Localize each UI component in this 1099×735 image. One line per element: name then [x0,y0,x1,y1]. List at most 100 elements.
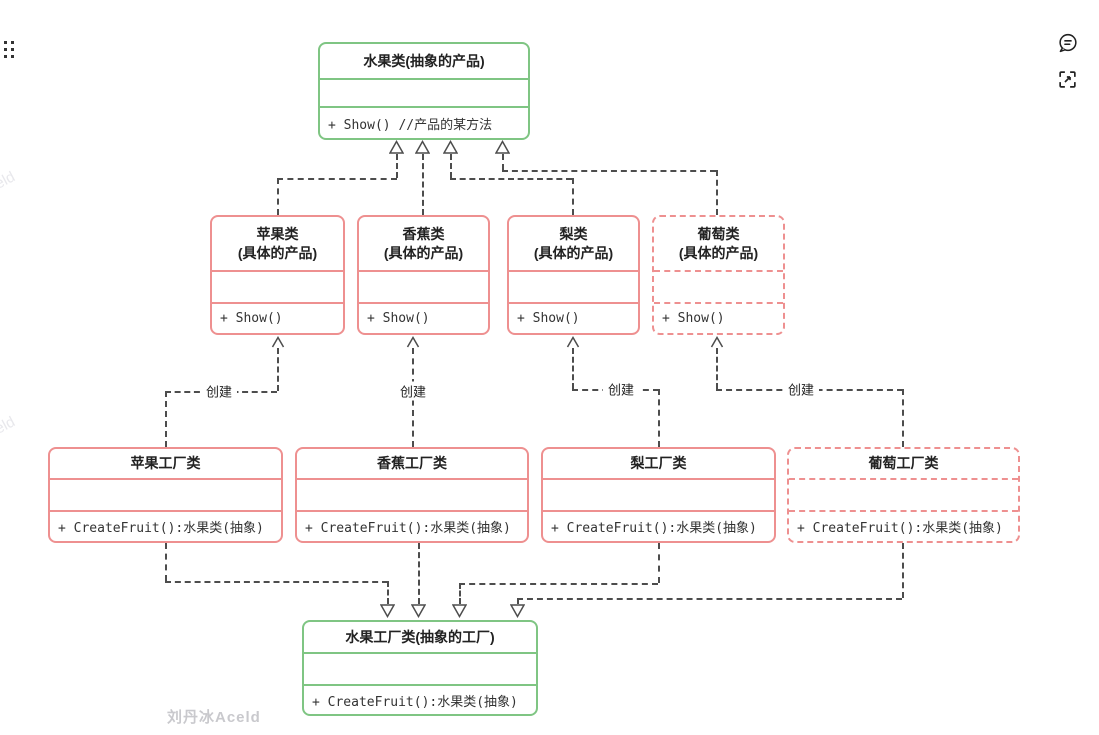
class-attributes-empty [212,270,343,302]
edge-apple-realizes [277,178,397,180]
class-title: 苹果工厂类 [50,449,281,478]
class-apple-factory[interactable]: 苹果工厂类 + CreateFruit():水果类(抽象) [48,447,283,543]
hollow-triangle-down-icon [411,604,426,618]
class-fruit-abstract-factory[interactable]: 水果工厂类(抽象的工厂) + CreateFruit():水果类(抽象) [302,620,538,716]
class-attributes-empty [789,478,1018,510]
class-title: 葡萄工厂类 [789,449,1018,478]
edge-pear-factory-realizes [459,583,461,604]
class-title-text: 香蕉类 [402,225,445,242]
edge-label-create: 创建 [200,381,238,401]
class-attributes-empty [320,78,528,106]
class-subtitle-text: (具体的产品) [237,244,318,261]
class-title-text: 水果类(抽象的产品) [363,52,485,69]
edge-pear-factory-realizes [459,583,658,585]
hollow-triangle-up-icon [415,140,430,154]
edge-label-create: 创建 [394,381,432,401]
edge-apple-factory-realizes [387,581,389,604]
hollow-triangle-up-icon [495,140,510,154]
class-method: + CreateFruit():水果类(抽象) [304,684,536,714]
open-arrow-up-icon [406,336,420,348]
class-method: + Show() //产品的某方法 [320,106,528,138]
class-method: + Show() [212,302,343,333]
class-title-text: 水果工厂类(抽象的工厂) [345,628,495,645]
watermark-fragment: eld [0,168,18,193]
edge-apple-factory-creates [277,348,279,391]
class-apple-product[interactable]: 苹果类 (具体的产品) + Show() [210,215,345,335]
watermark-fragment: eld [0,413,18,438]
class-method: + CreateFruit():水果类(抽象) [789,510,1018,541]
drag-handle-icon[interactable] [4,41,14,58]
edge-pear-factory-creates [572,348,574,389]
edge-grape-realizes [502,170,716,172]
edge-apple-factory-realizes [165,543,167,581]
open-arrow-up-icon [271,336,285,348]
edge-pear-realizes [572,178,574,215]
class-title: 梨工厂类 [543,449,774,478]
expand-icon[interactable] [1057,69,1078,90]
class-attributes-empty [359,270,488,302]
hollow-triangle-down-icon [380,604,395,618]
open-arrow-up-icon [710,336,724,348]
edge-grape-realizes [716,170,718,215]
watermark-author: 刘丹冰Aceld [167,709,261,726]
class-title: 苹果类 (具体的产品) [212,217,343,270]
class-attributes-empty [509,270,638,302]
class-method: + Show() [509,302,638,333]
class-pear-product[interactable]: 梨类 (具体的产品) + Show() [507,215,640,335]
class-title-text: 苹果工厂类 [130,455,201,471]
class-title: 水果工厂类(抽象的工厂) [304,622,536,652]
class-title-text: 葡萄类 [697,225,740,242]
class-attributes-empty [297,478,527,510]
edge-label-create: 创建 [602,379,640,399]
class-title-text: 苹果类 [256,225,299,242]
class-subtitle-text: (具体的产品) [533,244,614,261]
class-fruit-abstract-product[interactable]: 水果类(抽象的产品) + Show() //产品的某方法 [318,42,530,140]
class-title: 葡萄类 (具体的产品) [654,217,783,270]
class-title: 水果类(抽象的产品) [320,44,528,78]
edge-grape-factory-realizes [517,598,519,604]
edge-grape-realizes [502,154,504,170]
class-method: + Show() [654,302,783,333]
class-method: + Show() [359,302,488,333]
class-title: 梨类 (具体的产品) [509,217,638,270]
class-title-text: 葡萄工厂类 [868,455,939,471]
hollow-triangle-down-icon [452,604,467,618]
class-subtitle-text: (具体的产品) [383,244,464,261]
edge-apple-factory-realizes [165,581,388,583]
edge-grape-factory-creates [716,348,718,389]
edge-grape-factory-realizes [517,598,902,600]
edge-apple-factory-creates [165,391,167,447]
edge-banana-realizes [422,154,424,215]
class-title-text: 梨工厂类 [630,455,687,471]
class-method: + CreateFruit():水果类(抽象) [50,510,281,541]
hollow-triangle-up-icon [443,140,458,154]
hollow-triangle-down-icon [510,604,525,618]
edge-apple-realizes [396,154,398,178]
class-pear-factory[interactable]: 梨工厂类 + CreateFruit():水果类(抽象) [541,447,776,543]
class-banana-product[interactable]: 香蕉类 (具体的产品) + Show() [357,215,490,335]
class-title: 香蕉类 (具体的产品) [359,217,488,270]
class-method: + CreateFruit():水果类(抽象) [543,510,774,541]
edge-pear-factory-realizes [658,543,660,583]
edge-pear-realizes [450,154,452,178]
class-title-text: 香蕉工厂类 [377,455,447,471]
class-attributes-empty [304,652,536,684]
class-grape-factory[interactable]: 葡萄工厂类 + CreateFruit():水果类(抽象) [787,447,1020,543]
class-title: 香蕉工厂类 [297,449,527,478]
class-method: + CreateFruit():水果类(抽象) [297,510,527,541]
open-arrow-up-icon [566,336,580,348]
class-subtitle-text: (具体的产品) [678,244,759,261]
class-grape-product[interactable]: 葡萄类 (具体的产品) + Show() [652,215,785,335]
edge-banana-factory-realizes [418,543,420,604]
class-title-text: 梨类 [559,225,588,242]
edge-label-create: 创建 [782,379,820,399]
edge-pear-realizes [450,178,572,180]
edge-grape-factory-creates [902,389,904,447]
class-attributes-empty [543,478,774,510]
class-attributes-empty [50,478,281,510]
hollow-triangle-up-icon [389,140,404,154]
class-banana-factory[interactable]: 香蕉工厂类 + CreateFruit():水果类(抽象) [295,447,529,543]
edge-grape-factory-realizes [902,543,904,598]
comment-icon[interactable] [1056,32,1079,55]
